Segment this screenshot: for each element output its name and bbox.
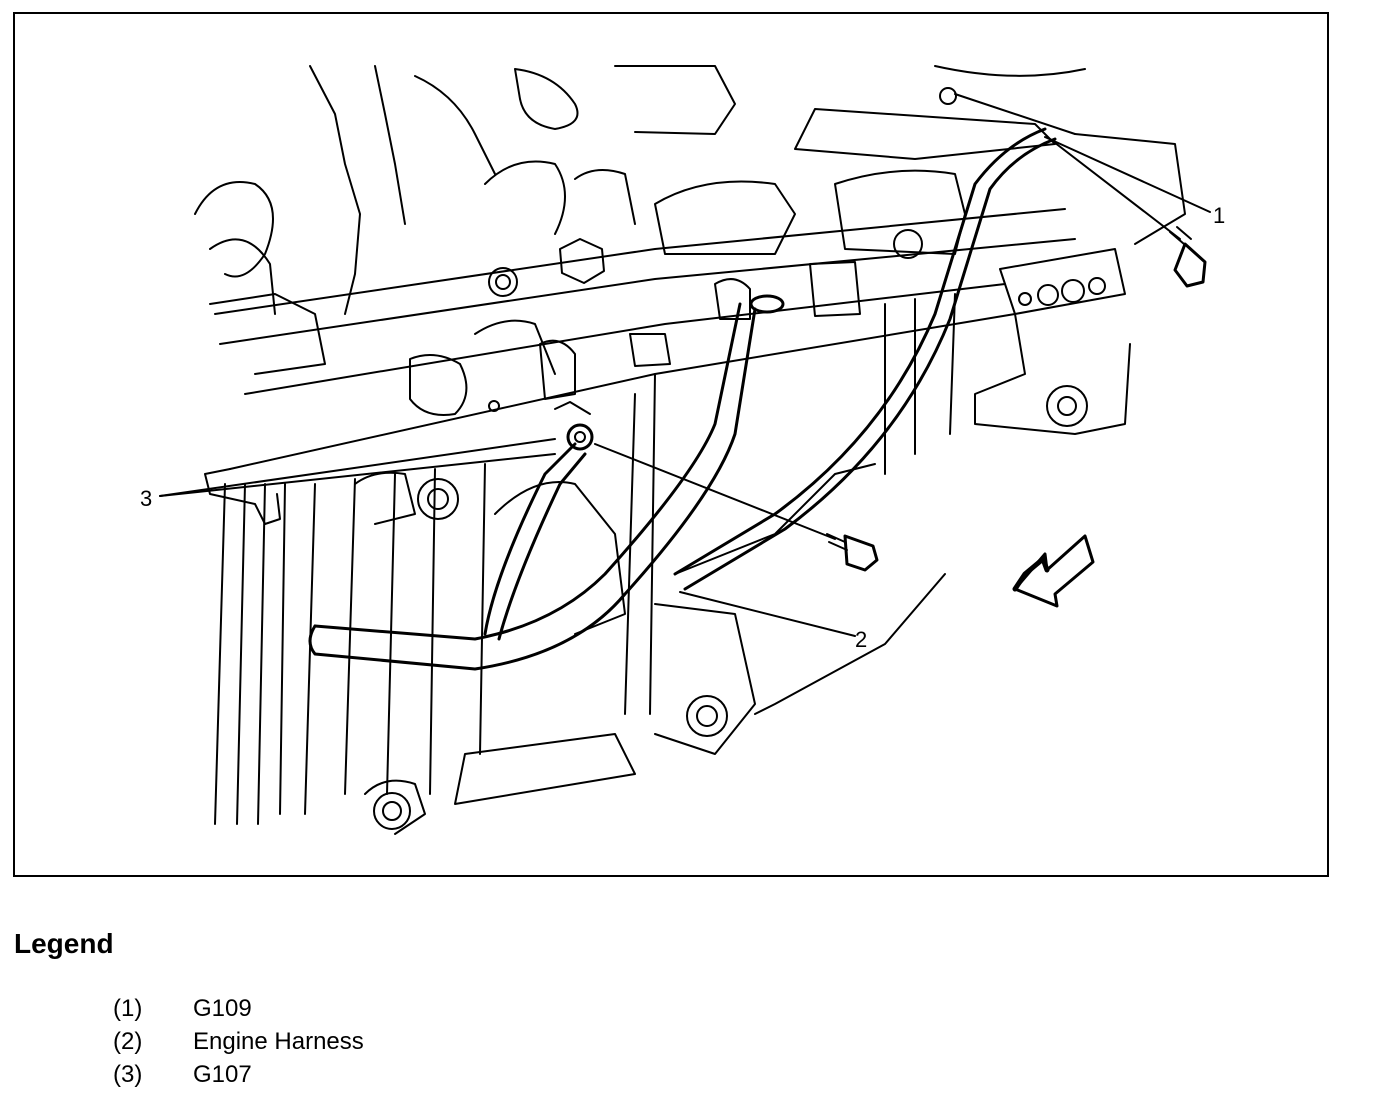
leader-line-1 [1044, 136, 1211, 213]
leader-lines [159, 136, 1211, 637]
engine-upper-structure [194, 65, 1186, 470]
legend-item-number: (1) [113, 995, 143, 1022]
legend-item-number: (3) [113, 1061, 143, 1088]
legend-item: (2) Engine Harness [113, 1025, 364, 1058]
callout-2: 2 [855, 627, 867, 652]
legend-title: Legend [14, 928, 114, 959]
engine-ground-diagram: 1 2 3 [140, 65, 1225, 835]
diagram-frame: 1 2 3 [13, 12, 1329, 877]
legend-item-text: G107 [193, 1061, 252, 1088]
engine-lower-block [204, 293, 956, 835]
legend-item-text: Engine Harness [193, 1028, 364, 1055]
legend-item: (1) G109 [113, 992, 364, 1025]
callout-1: 1 [1213, 203, 1225, 228]
ground-terminal-g107 [488, 400, 594, 451]
leader-line-3b [159, 453, 556, 497]
legend-item-number: (2) [113, 1028, 143, 1055]
callout-3: 3 [140, 486, 152, 511]
ground-bolt-g109 [1049, 138, 1207, 288]
legend-item-text: G109 [193, 995, 252, 1022]
leader-line-2 [679, 591, 856, 637]
legend-list: (1) G109 (2) Engine Harness (3) G107 [113, 992, 364, 1091]
legend-item: (3) G107 [113, 1058, 364, 1091]
leader-line-3a [159, 438, 556, 497]
ground-bolt-g107 [594, 443, 879, 572]
front-direction-arrow-icon [1012, 534, 1095, 608]
engine-harness [308, 127, 1057, 671]
